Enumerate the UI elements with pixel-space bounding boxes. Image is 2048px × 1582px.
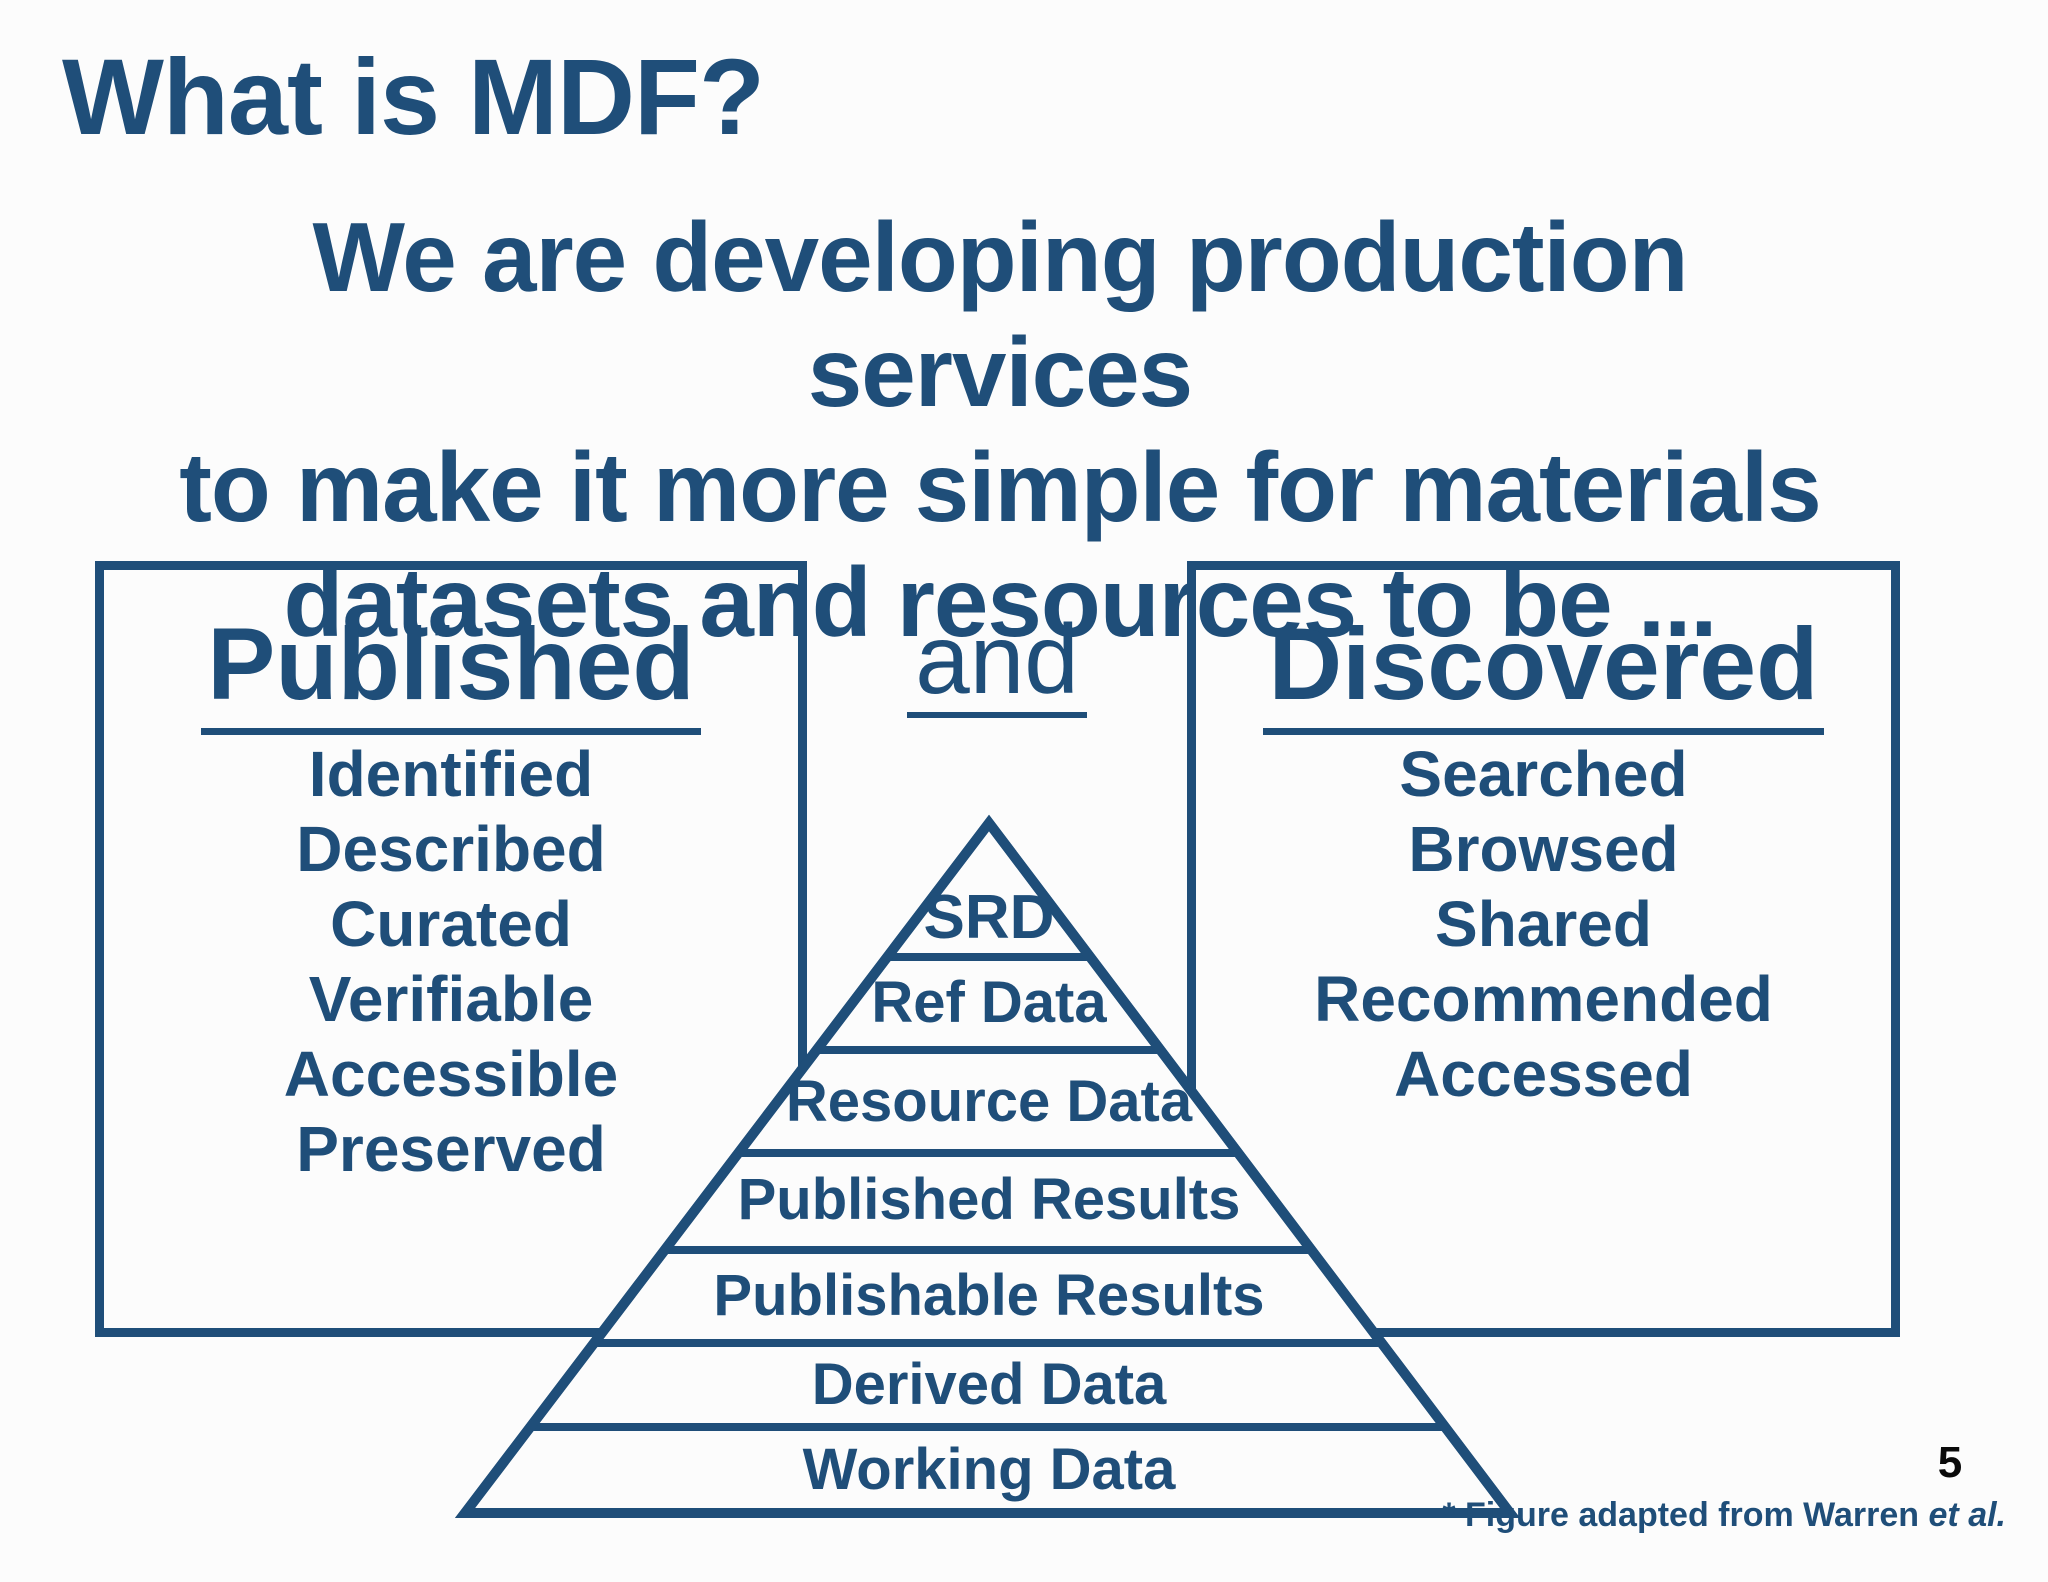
pyramid-level-label: Ref Data	[871, 970, 1107, 1035]
footnote-text: * Figure adapted from Warren	[1442, 1496, 1929, 1534]
footnote: * Figure adapted from Warren et al.	[1442, 1496, 2006, 1535]
page-number: 5	[1937, 1438, 1963, 1487]
pyramid-level-label: Working Data	[802, 1437, 1176, 1502]
connector-and-text: and	[907, 610, 1087, 718]
pyramid-level-label: Published Results	[737, 1167, 1241, 1232]
discovered-heading: Discovered	[1187, 608, 1900, 736]
pyramid-level-label: SRD	[923, 883, 1055, 952]
subtitle-line-1: We are developing production services	[312, 202, 1688, 427]
page-title: What is MDF?	[62, 36, 765, 157]
footnote-etal: et al.	[1928, 1496, 2006, 1534]
discovered-heading-text: Discovered	[1262, 608, 1825, 736]
list-item: Browsed	[1408, 813, 1679, 885]
subtitle-line-2: to make it more simple for materials	[179, 432, 1821, 542]
pyramid-level-label: Publishable Results	[713, 1263, 1265, 1328]
list-item: Identified	[308, 738, 594, 810]
pyramid-level-label: Resource Data	[785, 1069, 1193, 1134]
connector-and: and	[807, 610, 1187, 718]
published-heading: Published	[95, 608, 807, 736]
pyramid-level-label: Derived Data	[811, 1352, 1167, 1417]
list-item: Searched	[1399, 738, 1688, 810]
list-item: Described	[296, 813, 606, 885]
published-heading-text: Published	[201, 608, 701, 736]
